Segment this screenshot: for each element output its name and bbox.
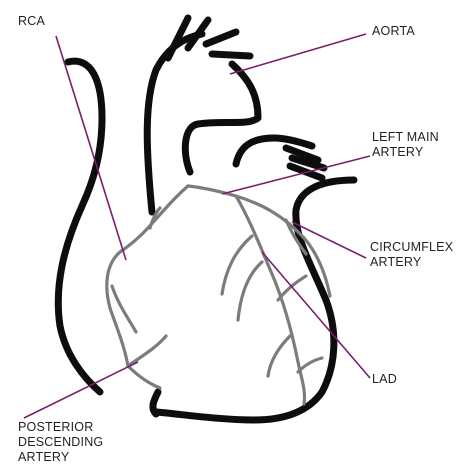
- aorta-label: AORTA: [372, 24, 415, 39]
- rca-label: RCA: [18, 14, 45, 29]
- rca-branch-4: [128, 366, 160, 388]
- circumflex-label: CIRCUMFLEX ARTERY: [370, 240, 453, 270]
- posterior-label-line2: DESCENDING: [18, 435, 103, 450]
- lad-label: LAD: [372, 372, 397, 387]
- arch-branch-4: [212, 54, 250, 56]
- lad-branch-5: [298, 358, 322, 372]
- lad-branch-4: [268, 336, 290, 376]
- posterior-label: POSTERIOR DESCENDING ARTERY: [18, 420, 103, 465]
- left-main-vessel: [188, 186, 236, 196]
- lad-branch-2: [238, 262, 262, 320]
- left-main-label: LEFT MAIN ARTERY: [372, 130, 439, 160]
- posterior-label-line3: ARTERY: [18, 450, 103, 465]
- left-border-outline: [156, 180, 354, 420]
- rca-branch-3: [128, 336, 166, 366]
- rca-vessel: [107, 186, 188, 366]
- arch-branch-3: [206, 32, 236, 44]
- circumflex-label-line1: CIRCUMFLEX: [370, 240, 453, 255]
- left-main-label-line2: ARTERY: [372, 145, 439, 160]
- posterior-label-line1: POSTERIOR: [18, 420, 103, 435]
- heart-outline: [58, 18, 354, 420]
- aortic-arch-inner: [185, 64, 258, 172]
- left-main-label-line1: LEFT MAIN: [372, 130, 439, 145]
- circumflex-label-line2: ARTERY: [370, 255, 453, 270]
- lower-border-outline: [153, 392, 158, 414]
